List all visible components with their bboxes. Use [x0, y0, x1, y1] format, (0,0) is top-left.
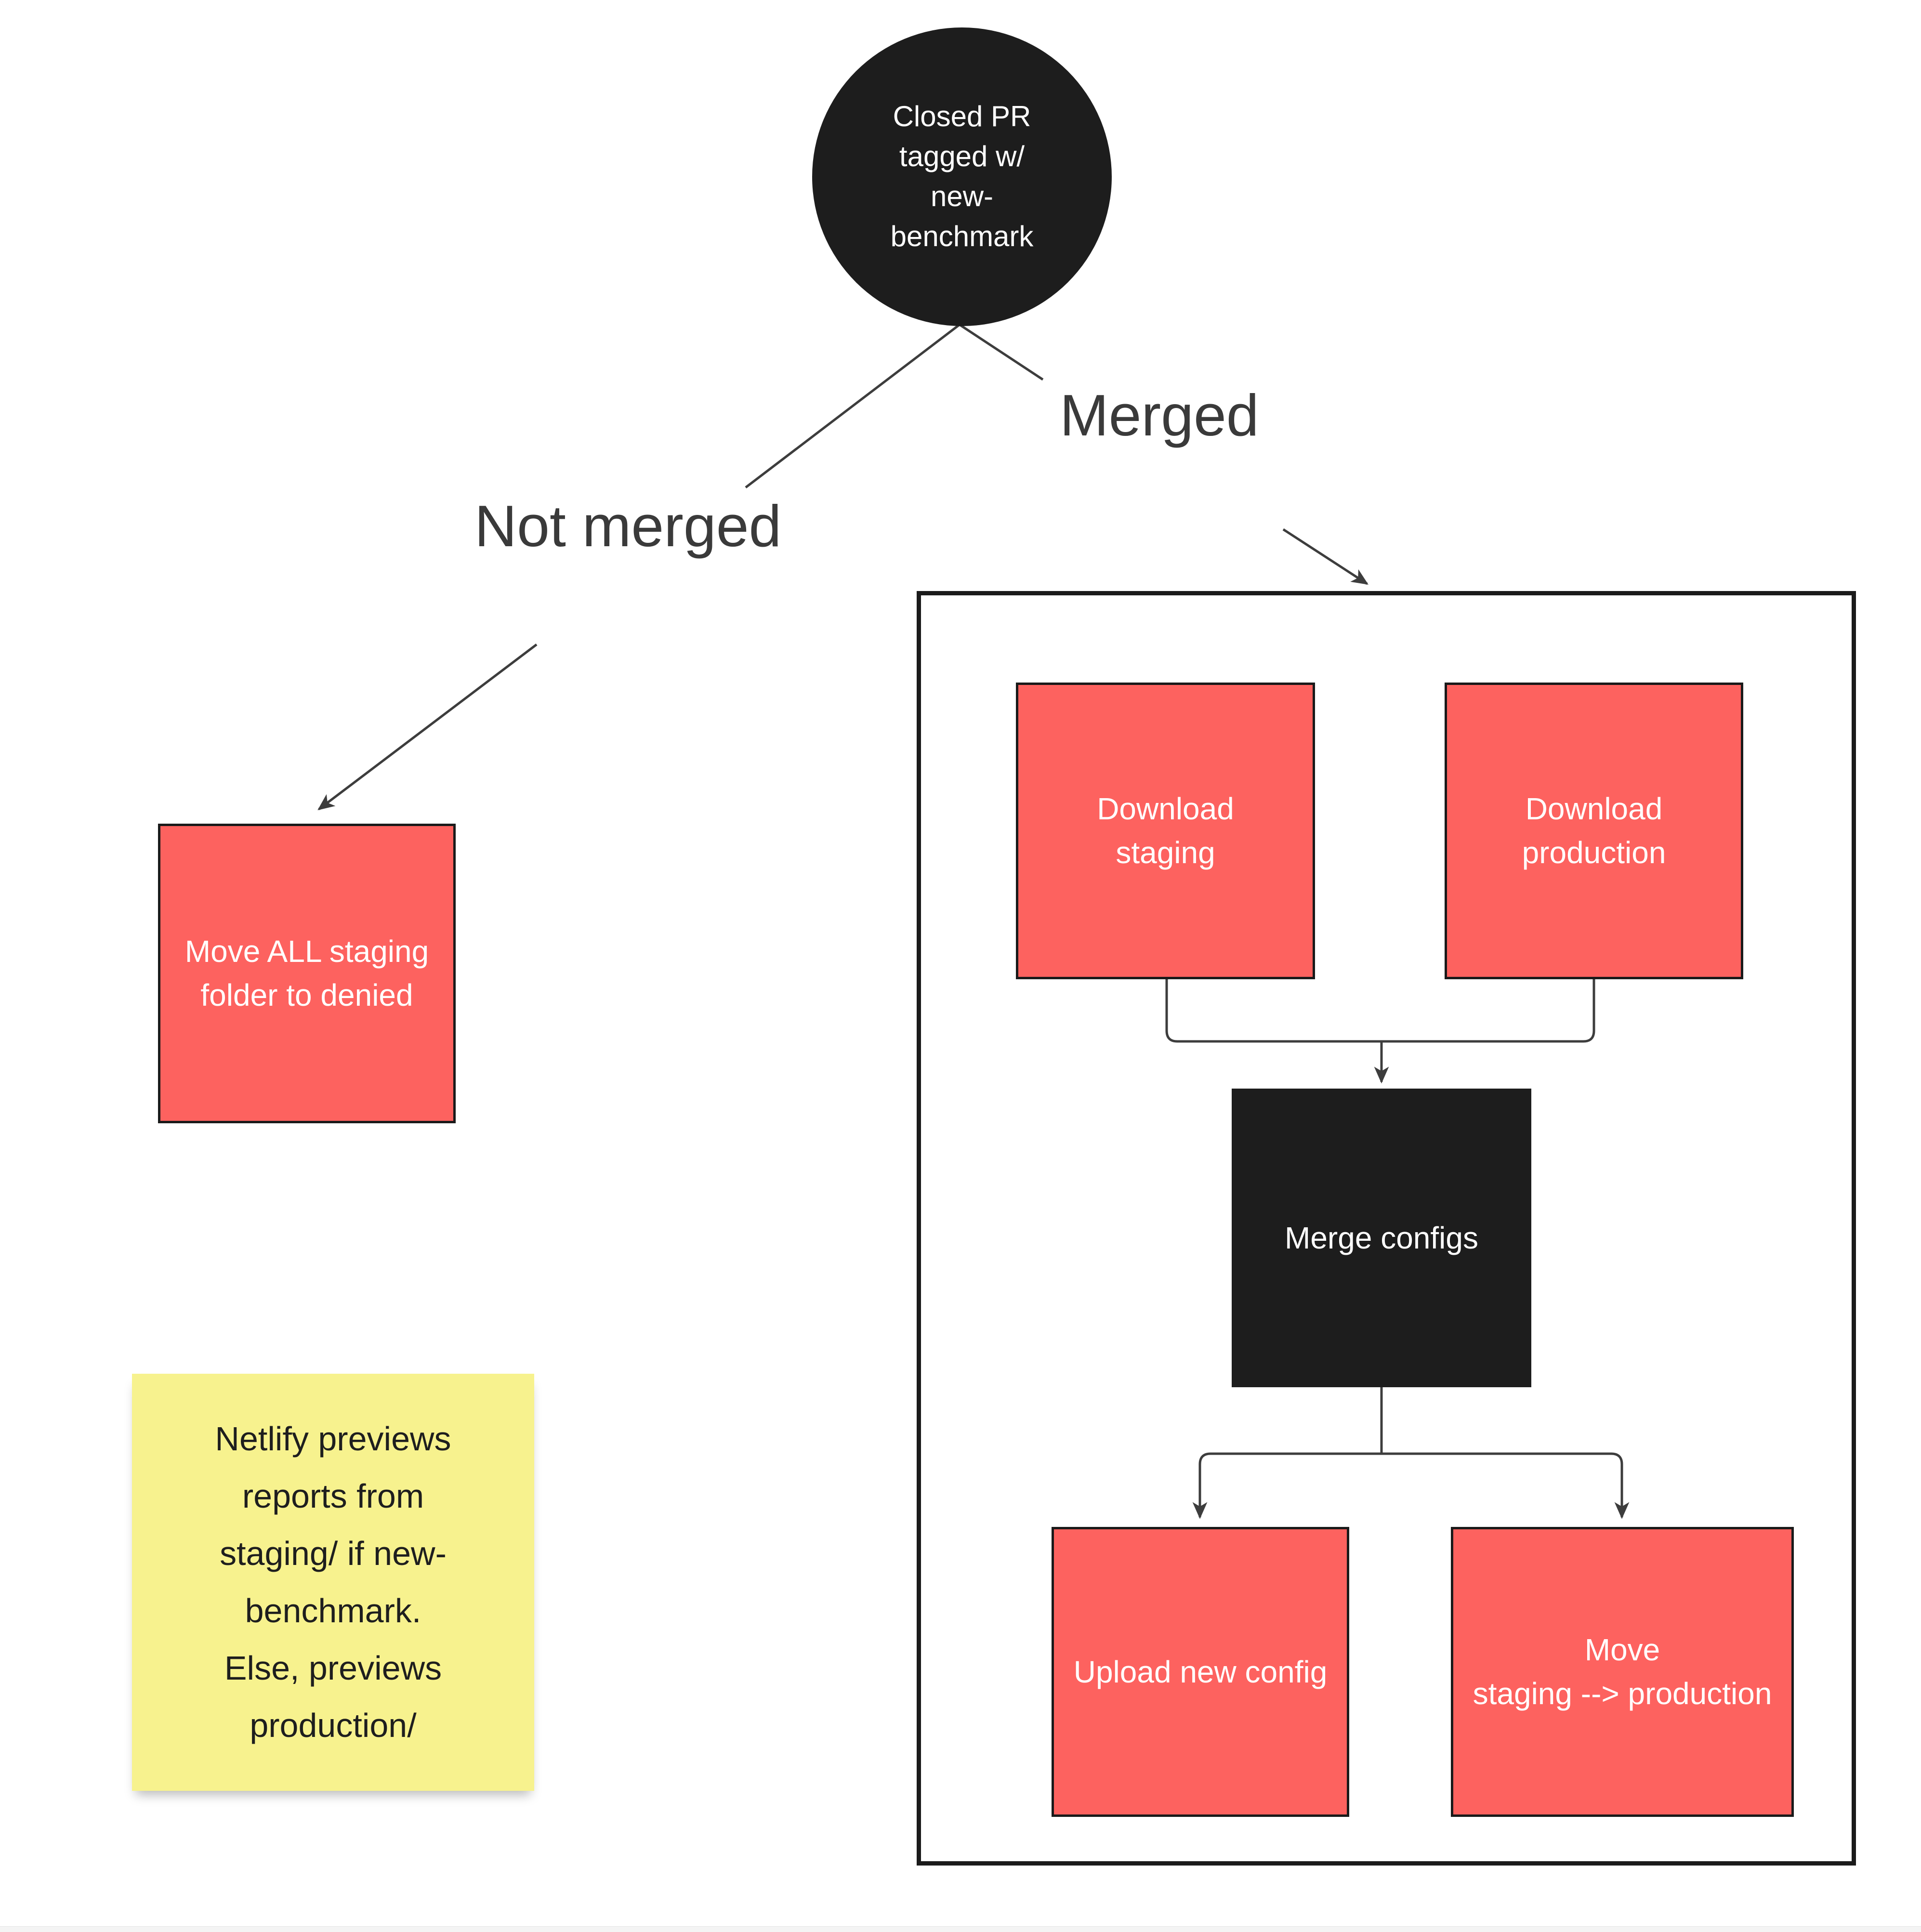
sticky-note-netlify-previews[interactable]: Netlify previews reports from staging/ i…	[132, 1374, 534, 1791]
canvas-bottom-edge	[0, 1926, 1921, 1932]
branch-label-not-merged[interactable]: Not merged	[474, 493, 782, 559]
edge-not-merged-to-box	[317, 644, 538, 811]
edge-start-to-not-merged	[745, 324, 960, 488]
start-node-closed-pr[interactable]: Closed PR tagged w/ new- benchmark	[812, 27, 1112, 326]
node-download-staging[interactable]: Download staging	[1016, 683, 1315, 979]
node-download-production[interactable]: Download production	[1445, 683, 1743, 979]
node-merge-configs[interactable]: Merge configs	[1232, 1089, 1531, 1387]
merged-group-container[interactable]	[917, 591, 1856, 1866]
node-move-staging-to-production[interactable]: Move staging --> production	[1451, 1527, 1794, 1817]
branch-label-merged[interactable]: Merged	[1060, 382, 1259, 448]
edge-merged-to-group	[1282, 528, 1368, 585]
node-move-all-staging-to-denied[interactable]: Move ALL staging folder to denied	[158, 824, 456, 1123]
edge-start-to-merged	[959, 323, 1044, 381]
node-upload-new-config[interactable]: Upload new config	[1052, 1527, 1349, 1817]
